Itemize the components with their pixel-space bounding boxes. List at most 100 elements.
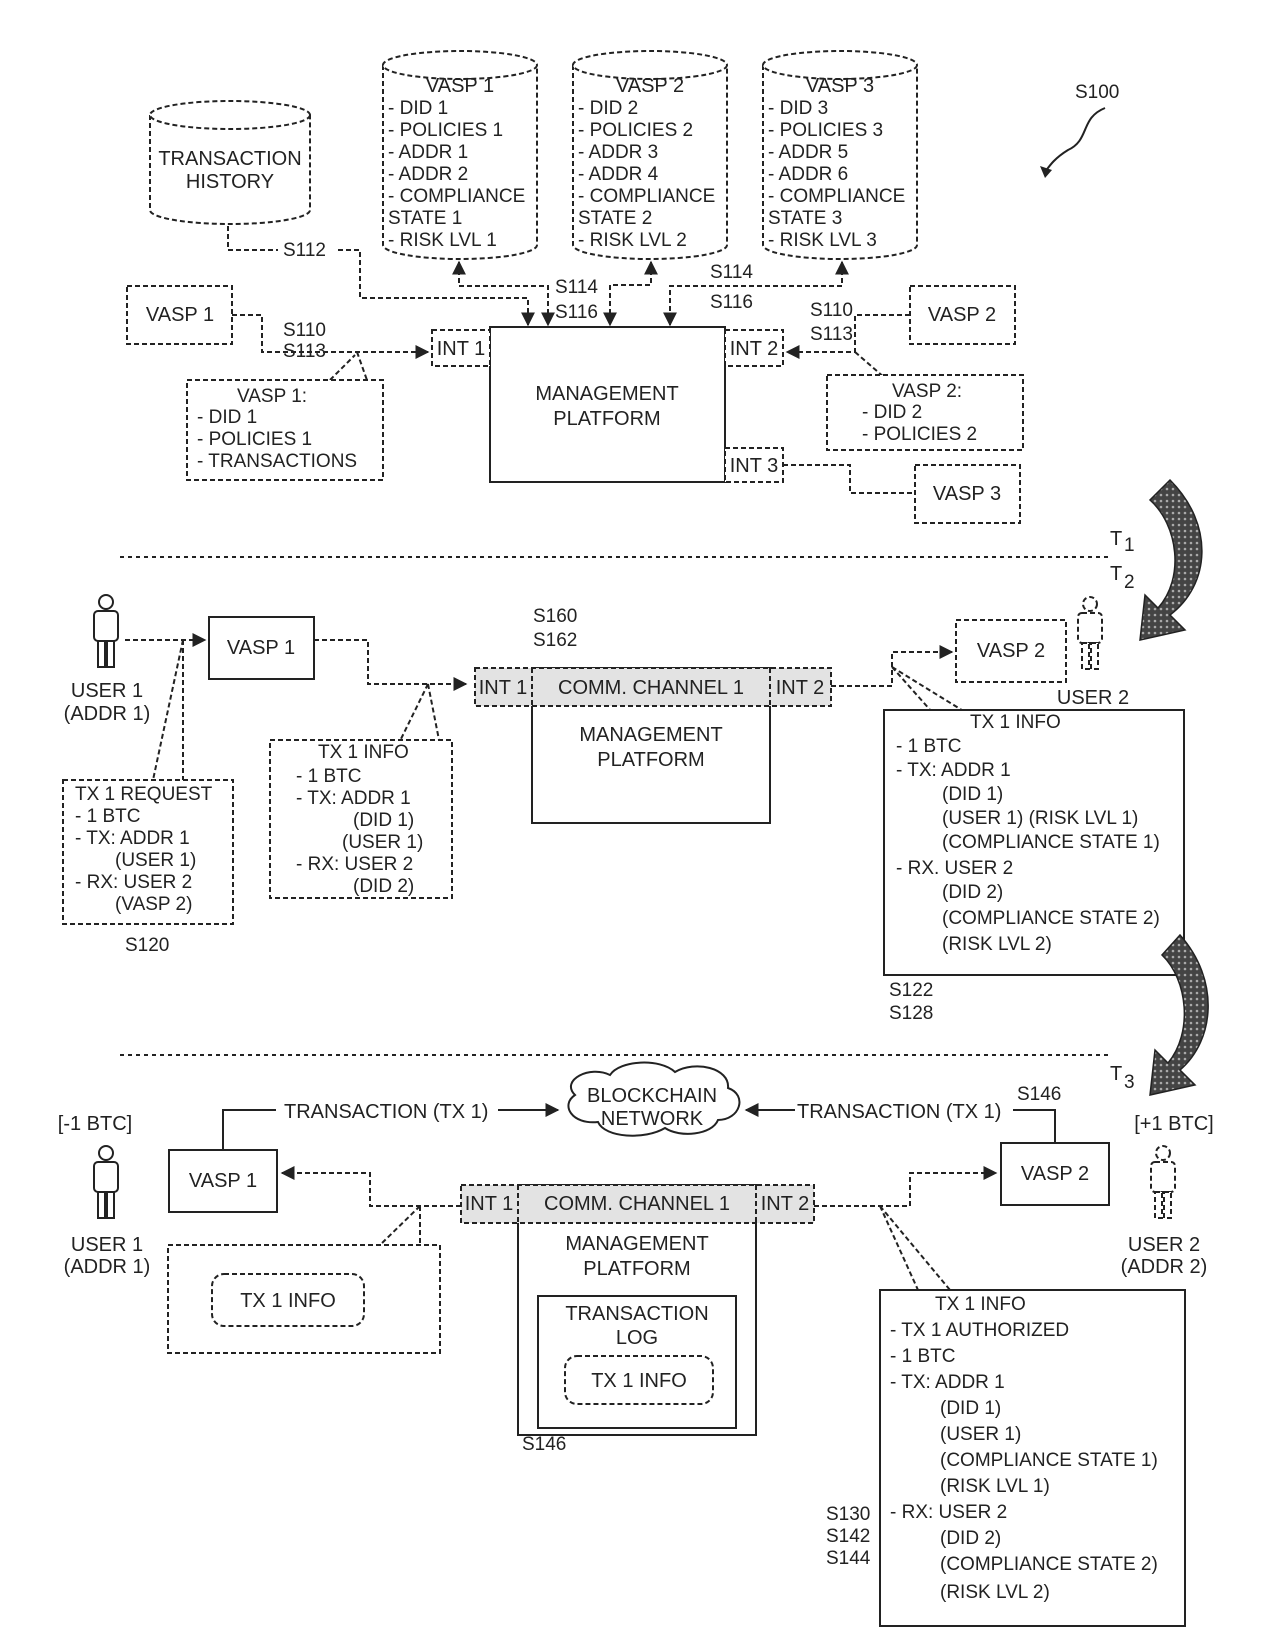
vasp2-db-line: - DID 2 — [578, 98, 638, 119]
label-s142: S142 — [826, 1526, 870, 1547]
user2-bottom-line-1: USER 2 — [1128, 1234, 1200, 1256]
label-s113b: S113 — [810, 324, 853, 345]
info2-line: - 1 BTC — [896, 736, 961, 757]
info-bottom-line: - 1 BTC — [890, 1346, 955, 1367]
t1-label: T — [1110, 528, 1122, 550]
info1-callout-a — [398, 684, 428, 745]
vasp2-db-line: - ADDR 3 — [578, 142, 658, 163]
info-bottom-line: TX 1 INFO — [935, 1294, 1026, 1315]
info-bottom-callout-b — [880, 1206, 918, 1290]
tx-right-label: TRANSACTION (TX 1) — [797, 1101, 1001, 1123]
note2-line: VASP 2: — [892, 381, 962, 402]
info1-line: - RX: USER 2 — [296, 854, 413, 875]
note1-line: - TRANSACTIONS — [197, 451, 357, 472]
int3-to-vasp3 — [783, 465, 915, 493]
vasp1-db-line: STATE 1 — [388, 208, 462, 229]
label-s113a: S113 — [283, 341, 326, 362]
info2-line: (COMPLIANCE STATE 2) — [942, 908, 1160, 929]
vasp1-db-line: - DID 1 — [388, 98, 448, 119]
ref-label-s100: S100 — [1075, 82, 1119, 103]
t1-sub: 1 — [1124, 535, 1135, 556]
info-bottom-callout-a — [880, 1206, 950, 1290]
info-bottom-line: (RISK LVL 2) — [940, 1582, 1050, 1603]
minus-btc-label: [-1 BTC] — [58, 1113, 132, 1135]
info2-callout-b — [892, 667, 932, 712]
int2-to-vasp2-bottom — [814, 1173, 996, 1206]
vasp3-db-line: - RISK LVL 3 — [768, 230, 877, 251]
note1-line: - POLICIES 1 — [197, 429, 312, 450]
user2-bottom-icon — [1151, 1146, 1175, 1218]
vasp1-db-line: - ADDR 2 — [388, 164, 468, 185]
vasp3-db-title: VASP 3 — [806, 75, 874, 97]
ref-arrowhead — [1040, 166, 1052, 178]
tx-left-label: TRANSACTION (TX 1) — [284, 1101, 488, 1123]
user1-bottom-line-2: (ADDR 1) — [64, 1256, 151, 1278]
progress-arrow-icon — [1140, 480, 1202, 640]
note1-callout-b — [330, 355, 355, 380]
request-line: (USER 1) — [115, 850, 196, 871]
request-line: TX 1 REQUEST — [75, 784, 213, 805]
vasp3-top-label: VASP 3 — [933, 483, 1001, 505]
vasp3-db-line: STATE 3 — [768, 208, 842, 229]
label-s128: S128 — [889, 1003, 933, 1024]
note2-line: - POLICIES 2 — [862, 424, 977, 445]
vasp1-tx-line — [223, 1110, 276, 1150]
info-bottom-line: - RX: USER 2 — [890, 1502, 1007, 1523]
label-s146b: S146 — [522, 1434, 566, 1455]
vasp3-db-line: - ADDR 5 — [768, 142, 848, 163]
platform-bottom-line-1: MANAGEMENT — [565, 1233, 708, 1255]
int3-top-label: INT 3 — [730, 455, 779, 477]
int2-bottom-label: INT 2 — [761, 1193, 810, 1215]
user2-mid-icon — [1078, 597, 1102, 669]
vasp1-to-int1 — [232, 315, 428, 352]
label-s144: S144 — [826, 1548, 871, 1569]
info-bottom-line: (RISK LVL 1) — [940, 1476, 1050, 1497]
info-bottom-line: (COMPLIANCE STATE 2) — [940, 1554, 1158, 1575]
vasp2-mid-label: VASP 2 — [977, 640, 1045, 662]
platform-bottom-line-2: PLATFORM — [583, 1258, 690, 1280]
note1-line: VASP 1: — [237, 386, 307, 407]
request-line: - 1 BTC — [75, 806, 140, 827]
info-bottom-line: - TX: ADDR 1 — [890, 1372, 1005, 1393]
info2-line: - TX: ADDR 1 — [896, 760, 1011, 781]
vasp3-db-line: - ADDR 6 — [768, 164, 848, 185]
vasp2-bottom-label: VASP 2 — [1021, 1163, 1089, 1185]
vasp3-db-line: - DID 3 — [768, 98, 828, 119]
left-note-callout-a — [380, 1206, 420, 1245]
request-line: - RX: USER 2 — [75, 872, 192, 893]
vasp2-tx-line — [1013, 1110, 1055, 1143]
int2-top-label: INT 2 — [730, 338, 779, 360]
label-s110b: S110 — [810, 300, 853, 321]
int1-mid-label: INT 1 — [479, 677, 528, 699]
user2-bottom-line-2: (ADDR 2) — [1121, 1256, 1208, 1278]
note1-line: - DID 1 — [197, 407, 257, 428]
vasp1-db: VASP 1 - DID 1 - POLICIES 1 - ADDR 1 - A… — [383, 51, 537, 259]
vasp2-db: VASP 2 - DID 2 - POLICIES 2 - ADDR 3 - A… — [573, 51, 727, 259]
vasp1-db-line: - POLICIES 1 — [388, 120, 503, 141]
channel-mid-label: COMM. CHANNEL 1 — [558, 677, 744, 699]
platform-top-line-2: PLATFORM — [553, 408, 660, 430]
info2-line: (DID 2) — [942, 882, 1003, 903]
label-s116a: S116 — [555, 302, 598, 323]
int2-to-vasp2-mid — [831, 652, 952, 686]
log-line-2: LOG — [616, 1327, 658, 1349]
label-s116b: S116 — [710, 292, 753, 313]
info1-line: TX 1 INFO — [318, 742, 409, 763]
vasp2-db-title: VASP 2 — [616, 75, 684, 97]
channel-bottom-label: COMM. CHANNEL 1 — [544, 1193, 730, 1215]
info2-callout-a — [892, 667, 965, 712]
info1-line: (DID 2) — [353, 876, 414, 897]
log-line-1: TRANSACTION — [565, 1303, 708, 1325]
user1-mid-line-1: USER 1 — [71, 680, 143, 702]
int1-bottom-label: INT 1 — [465, 1193, 514, 1215]
label-s114a: S114 — [555, 277, 598, 298]
history-line-2: HISTORY — [186, 171, 274, 193]
info2-line: (COMPLIANCE STATE 1) — [942, 832, 1160, 853]
info1-line: - TX: ADDR 1 — [296, 788, 411, 809]
vasp1-db-line: - COMPLIANCE — [388, 186, 525, 207]
vasp3-db-line: - POLICIES 3 — [768, 120, 883, 141]
vasp3-db: VASP 3 - DID 3 - POLICIES 3 - ADDR 5 - A… — [763, 51, 917, 259]
history-line-1: TRANSACTION — [158, 148, 301, 170]
t3-label: T — [1110, 1063, 1122, 1085]
